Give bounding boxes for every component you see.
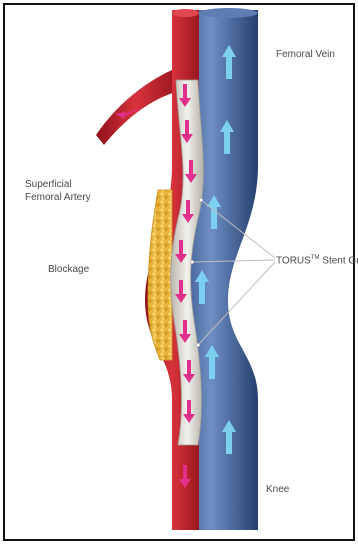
label-line-2: Femoral Artery	[25, 191, 91, 204]
knee-label: Knee	[266, 483, 289, 496]
stent-graft-suffix: Stent Graft	[320, 255, 358, 266]
artery-branch	[96, 70, 176, 145]
trademark-mark: TM	[311, 255, 320, 261]
label-line-1: Superficial	[25, 178, 91, 191]
blockage-plaque	[148, 190, 172, 360]
stent-graft-label: TORUSTM Stent Graft	[276, 252, 358, 267]
femoral-vein-label: Femoral Vein	[276, 48, 335, 61]
superficial-femoral-artery-label: Superficial Femoral Artery	[25, 178, 91, 204]
artery-top-opening	[172, 9, 199, 17]
vein-top-opening	[200, 8, 258, 18]
leader-dot	[190, 260, 194, 264]
leader-dot	[196, 343, 200, 347]
leader-dot	[199, 198, 203, 202]
blockage-label: Blockage	[48, 263, 89, 276]
stent-graft-name: TORUS	[276, 255, 311, 266]
